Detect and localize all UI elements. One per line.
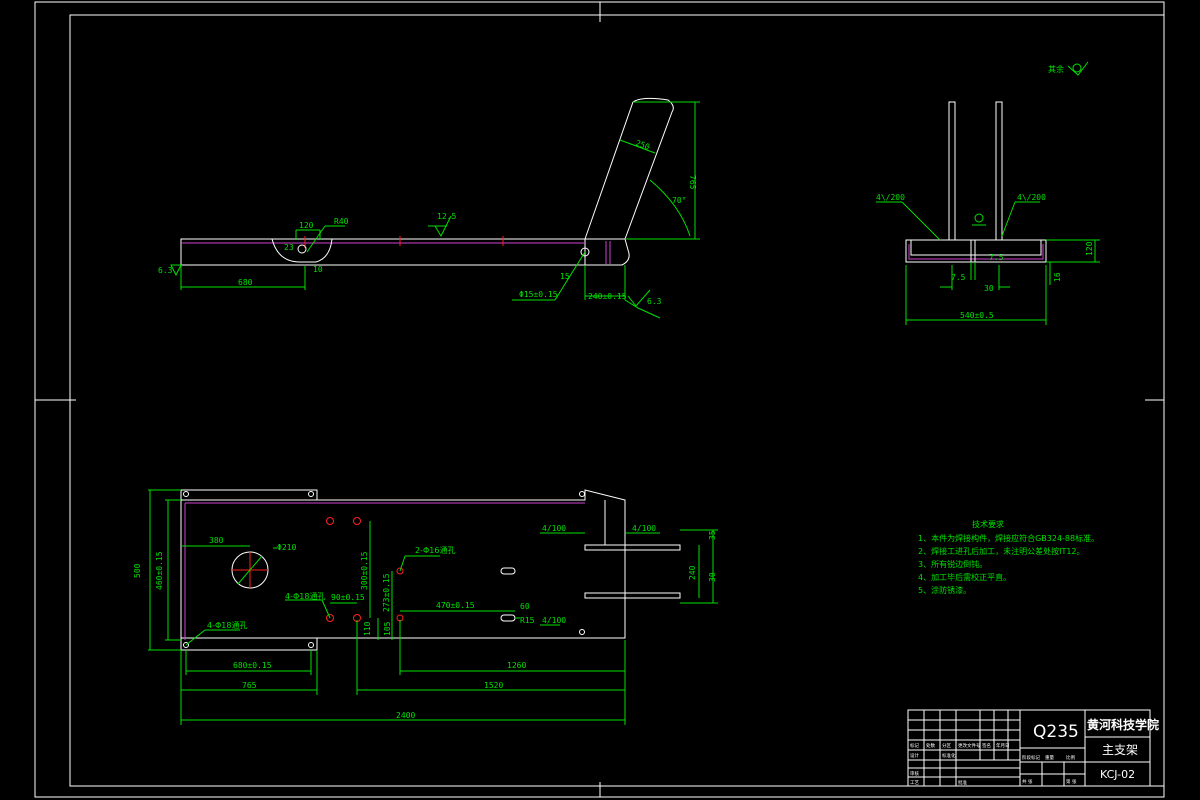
tech-title: 技术要求 [972, 519, 1004, 529]
side-dim-hole: Φ15±0.15 [519, 290, 558, 299]
front-upright-left [948, 101, 956, 241]
tb-drawing-no: KCJ-02 [1100, 768, 1135, 781]
top-weld-c: 4/100 [542, 616, 566, 625]
tb-cell-2: 分区 [942, 742, 951, 749]
tb-cell-10: 比例 [1066, 754, 1075, 761]
side-dim-765: 765 [688, 175, 697, 190]
side-dim-240: 240±0.15 [588, 292, 627, 301]
top-dim-phi210: Φ210 [277, 543, 296, 552]
top-big-hole [231, 551, 269, 589]
tech-item-3: 3、所有锐边倒钝。 [918, 559, 987, 569]
tb-school: 黄河科技学院 [1087, 717, 1159, 732]
front-dim-30: 30 [984, 284, 994, 293]
top-dim-90: 90±0.15 [331, 593, 365, 602]
tb-cell-9: 重量 [1045, 754, 1054, 761]
tb-cell-5: 年月日 [996, 742, 1010, 749]
top-holes-label-a: 4-Φ18通孔 [285, 591, 325, 601]
top-arm-upper [584, 544, 681, 551]
side-dim-r40: R40 [334, 217, 349, 226]
top-weld-a: 4/100 [542, 524, 566, 533]
title-block: 标记 处数 分区 更改文件号 签名 年月日 设计 标准化 阶段标记 重量 比例 … [907, 709, 1159, 787]
side-dim-680: 680 [238, 278, 253, 287]
front-upright-right [995, 101, 1003, 241]
top-dim-1260: 1260 [507, 661, 526, 670]
top-dim-240: 240 [688, 565, 697, 580]
tb-cell-0: 标记 [910, 742, 919, 749]
top-dim-60: 60 [520, 602, 530, 611]
top-dim-765: 765 [242, 681, 257, 690]
top-holes-label-c: 2-Φ16通孔 [415, 545, 455, 555]
top-dim-300: 300±0.15 [360, 551, 369, 590]
top-dim-680: 680±0.15 [233, 661, 272, 670]
tb-cell-6: 设计 [910, 752, 919, 759]
top-dim-105: 105 [383, 621, 392, 636]
tb-material: Q235 [1033, 722, 1079, 742]
top-arm-lower [584, 592, 681, 599]
tech-item-4: 4、加工毕后需校正平直。 [918, 572, 1011, 582]
inner-frame [69, 14, 1165, 787]
side-dim-250: 250 [634, 138, 651, 151]
tb-cell-8: 阶段标记 [1022, 754, 1040, 761]
side-notch [271, 238, 333, 263]
tb-cell-11: 审核 [910, 770, 919, 777]
tb-cell-4: 签名 [982, 742, 991, 749]
side-dim-angle: 70° [672, 196, 686, 205]
front-weld-right: 4\/200 [1017, 193, 1046, 202]
top-weld-b: 4/100 [632, 524, 656, 533]
side-roughness-3: 6.3 [647, 297, 662, 306]
top-dim-500: 500 [133, 563, 142, 578]
tb-cell-12: 工艺 [910, 780, 919, 786]
top-dim-110: 110 [363, 621, 372, 636]
tb-cell-1: 处数 [926, 742, 935, 749]
front-dim-7-5b: 7.5 [989, 253, 1004, 262]
top-dim-470: 470±0.15 [436, 601, 475, 610]
front-dim-7-5a: 7.5 [951, 273, 966, 282]
tech-requirements: 技术要求 1、本件为焊接构件，焊接应符合GB324-88标准。 2、焊接工进孔后… [918, 519, 1099, 595]
tb-cell-7: 标准化 [942, 752, 956, 759]
tb-cell-14: 共 张 [1022, 778, 1033, 785]
top-holes-label-b: 4-Φ18通孔 [207, 620, 247, 630]
side-dim-15: 15 [560, 272, 570, 281]
side-dim-10: 10 [313, 265, 323, 274]
tb-cell-13: 批准 [958, 779, 967, 786]
top-dim-380: 380 [209, 536, 224, 545]
tech-item-2: 2、焊接工进孔后加工，未注明公差处按IT12。 [918, 546, 1085, 556]
tech-item-1: 1、本件为焊接构件，焊接应符合GB324-88标准。 [918, 533, 1099, 543]
side-dim-120: 120 [299, 221, 314, 230]
top-dim-1520: 1520 [484, 681, 503, 690]
weld-symbol-label: 其余 [1048, 64, 1064, 74]
side-view: 680 120 R40 23 10 250 765 70° 15 Φ15±0.1… [158, 97, 700, 319]
top-dim-30: 30 [708, 572, 717, 582]
centering-marks [35, 2, 1164, 797]
front-dim-16: 16 [1053, 272, 1062, 282]
front-view: 其余 4\/200 4\/200 120 16 7.5 7.5 30 [876, 61, 1100, 325]
front-dim-540: 540±0.5 [960, 311, 994, 320]
top-dim-273: 273±0.15 [382, 573, 391, 612]
top-view: 500 460±0.15 380 Φ210 4-Φ18通孔 4-Φ18通孔 2-… [133, 489, 718, 725]
side-dim-23: 23 [284, 243, 294, 252]
outer-frame [34, 1, 1165, 798]
side-roughness-1: 12.5 [437, 212, 456, 221]
top-dim-2400: 2400 [396, 711, 415, 720]
top-dim-35: 35 [708, 530, 717, 540]
tb-part-name: 主支架 [1102, 743, 1138, 757]
top-dim-460: 460±0.15 [155, 551, 164, 590]
side-roughness-2: 6.3 [158, 266, 173, 275]
front-dim-120: 120 [1085, 241, 1094, 256]
top-dim-r15: R15 [520, 616, 535, 625]
tb-cell-3: 更改文件号 [958, 742, 981, 749]
side-slanted-arm [584, 97, 674, 240]
front-weld-left: 4\/200 [876, 193, 905, 202]
top-small-holes [183, 491, 585, 648]
tech-item-5: 5、涂防锈漆。 [918, 585, 971, 595]
tb-cell-15: 第 张 [1066, 778, 1077, 785]
